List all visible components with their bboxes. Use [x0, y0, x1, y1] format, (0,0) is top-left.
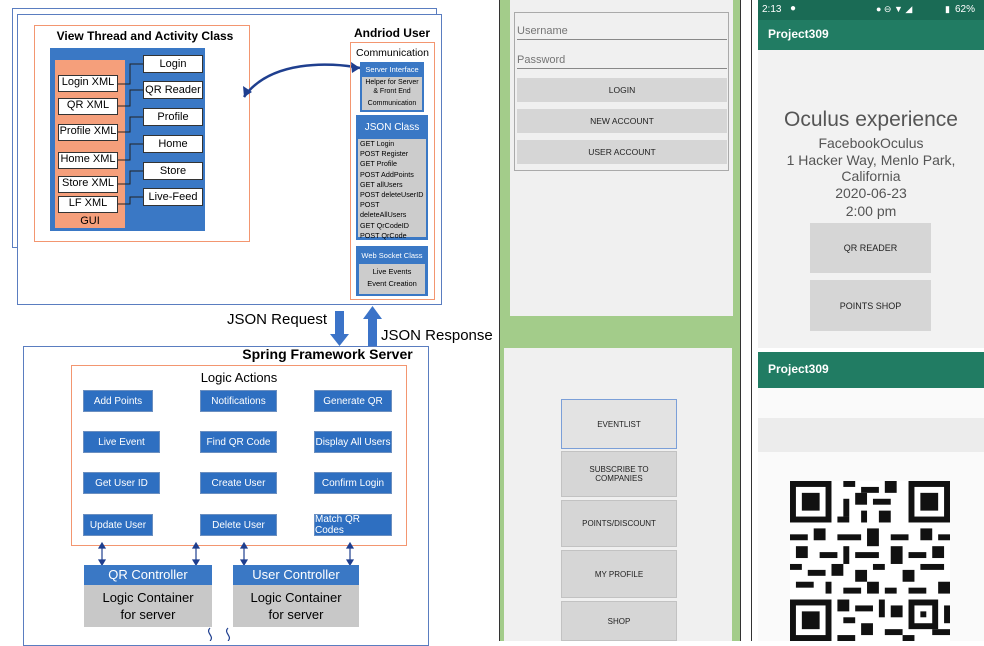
action-notifications: Notifications	[200, 390, 277, 412]
action-find-qr-code: Find QR Code	[200, 431, 277, 453]
container-line2: for server	[268, 607, 324, 622]
signal-icons: ● ⊖ ▼ ◢	[876, 4, 913, 14]
points-shop-button[interactable]: POINTS SHOP	[810, 280, 931, 331]
app-title: Project309	[768, 27, 829, 41]
helper-line3: Communication	[367, 100, 417, 107]
action-add-points: Add Points	[83, 390, 153, 412]
login-form-frame	[514, 12, 729, 171]
status-time: 2:13	[762, 4, 782, 15]
login-button[interactable]: LOGIN	[517, 78, 727, 102]
subscribe-button[interactable]: SUBSCRIBE TO COMPANIES	[561, 451, 677, 497]
qr-code-image	[790, 481, 950, 641]
xml-store: Store XML	[58, 176, 118, 193]
container-line1: Logic Container	[250, 590, 342, 605]
event-date: 2020-06-23	[835, 185, 907, 201]
logic-actions-box	[71, 365, 407, 546]
controller-connectors	[97, 541, 355, 641]
endpoint: GET allUsers	[360, 179, 403, 189]
json-class-label: JSON Class	[364, 122, 420, 133]
action-create-user: Create User	[200, 472, 277, 494]
gui-connector-lines	[118, 62, 361, 205]
communication-box	[350, 42, 435, 300]
helper-line2: & Front End	[373, 88, 411, 95]
new-account-button[interactable]: NEW ACCOUNT	[517, 109, 727, 133]
activity-qr-reader: QR Reader	[143, 81, 203, 99]
websocket-item: Live Events	[372, 267, 412, 276]
password-input[interactable]	[517, 51, 727, 69]
xml-home: Home XML	[58, 152, 118, 169]
my-profile-button[interactable]: MY PROFILE	[561, 550, 677, 598]
activity-profile: Profile	[143, 108, 203, 126]
json-arrows	[330, 306, 382, 346]
shop-button[interactable]: SHOP	[561, 601, 677, 641]
server-interface-label: Server Interface	[365, 65, 419, 74]
endpoint: POST QrCode	[360, 230, 407, 240]
user-controller-body: Logic Container for server	[233, 585, 359, 627]
endpoint: POST deleteUserID	[360, 190, 424, 200]
endpoint: POST deleteAllUsers	[360, 200, 407, 220]
endpoint: POST AddPoints	[360, 169, 414, 179]
action-delete-user: Delete User	[200, 514, 277, 536]
xml-login: Login XML	[58, 75, 118, 92]
action-generate-qr: Generate QR	[314, 390, 392, 412]
qr-app-title: Project309	[768, 362, 829, 376]
websocket-item: Event Creation	[367, 279, 417, 288]
username-input[interactable]	[517, 22, 727, 40]
helper-box	[362, 77, 422, 110]
notification-icon: ●	[790, 3, 797, 14]
logic-actions-title: Logic Actions	[200, 370, 278, 385]
json-response-label: JSON Response	[381, 327, 493, 344]
action-update-user: Update User	[83, 514, 153, 536]
status-bar: 2:13 ● ● ⊖ ▼ ◢ ▮ 62%	[758, 0, 984, 20]
json-request-label: JSON Request	[227, 311, 328, 328]
container-line2: for server	[120, 607, 176, 622]
android-user-title: Andriod User	[353, 26, 430, 40]
action-match-qr-codes: Match QR Codes	[314, 514, 392, 536]
helper-line1: Helper for Server	[365, 79, 419, 86]
qr-gray-band	[758, 418, 984, 452]
qr-controller-body: Logic Container for server	[84, 585, 212, 627]
endpoint: GET Login	[360, 139, 395, 148]
qr-reader-button[interactable]: QR READER	[810, 223, 931, 273]
action-get-user-id: Get User ID	[83, 472, 160, 494]
endpoint: GET Profile	[360, 159, 398, 169]
event-title: Oculus experience	[784, 108, 958, 131]
event-company: FacebookOculus	[818, 135, 924, 151]
event-address: 1 Hacker Way, Menlo Park, California	[786, 152, 956, 184]
activity-live-feed: Live-Feed	[143, 188, 203, 206]
user-account-button[interactable]: USER ACCOUNT	[517, 140, 727, 164]
battery-icon: ▮	[945, 4, 950, 14]
xml-profile: Profile XML	[58, 124, 118, 141]
websocket-items: Live Events Event Creation	[359, 264, 425, 294]
points-discount-button[interactable]: POINTS/DISCOUNT	[561, 500, 677, 547]
action-display-all-users: Display All Users	[314, 431, 392, 453]
activity-store: Store	[143, 162, 203, 180]
gui-label: GUI	[80, 215, 100, 227]
endpoint: GET QrCodeID	[360, 220, 409, 230]
qr-app-bar: Project309	[758, 352, 984, 388]
websocket-label: Web Socket Class	[361, 251, 423, 260]
xml-qr: QR XML	[58, 98, 118, 115]
activity-login: Login	[143, 55, 203, 73]
view-thread-box	[34, 25, 250, 242]
app-bar: Project309	[758, 20, 984, 50]
divider-line-2	[740, 0, 752, 641]
divider-line	[499, 0, 500, 641]
endpoint: POST Register	[360, 149, 409, 159]
container-line1: Logic Container	[102, 590, 194, 605]
view-thread-title: View Thread and Activity Class	[56, 29, 234, 43]
eventlist-button[interactable]: EVENTLIST	[561, 399, 677, 449]
activity-home: Home	[143, 135, 203, 153]
action-live-event: Live Event	[83, 431, 160, 453]
json-endpoints: GET Login POST Register GET Profile POST…	[358, 139, 426, 240]
qr-controller-header: QR Controller	[84, 565, 212, 585]
spring-server-title: Spring Framework Server	[242, 346, 413, 362]
event-time: 2:00 pm	[845, 203, 897, 219]
action-confirm-login: Confirm Login	[314, 472, 392, 494]
communication-label: Communication	[356, 47, 429, 59]
architecture-diagram: View Thread and Activity Class GUI Login…	[12, 8, 493, 646]
xml-lf: LF XML	[58, 196, 118, 213]
user-controller-header: User Controller	[233, 565, 359, 585]
battery-level: 62%	[955, 4, 976, 15]
